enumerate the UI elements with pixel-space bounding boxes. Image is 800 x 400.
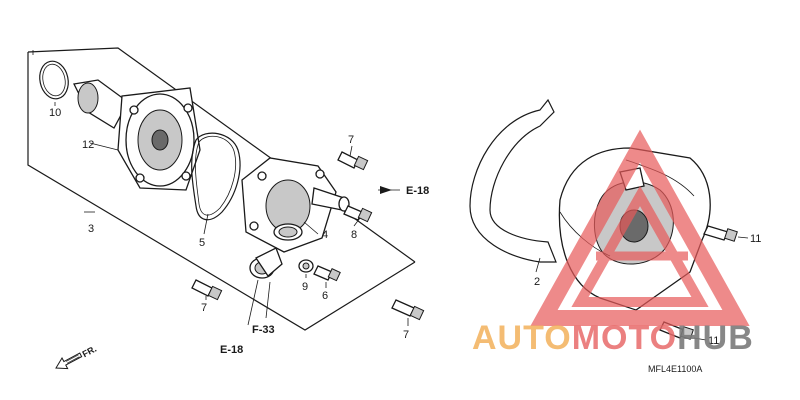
watermark-text: AUTOMOTOHUB — [472, 319, 754, 357]
watermark-hub: HUB — [677, 319, 754, 357]
o-ring-part — [39, 60, 69, 100]
callout-12: 12 — [82, 139, 94, 151]
bolt-7-right — [391, 299, 425, 321]
callout-9: 9 — [302, 281, 308, 293]
hose-fitting-part — [249, 247, 283, 279]
watermark-moto: MOTO — [572, 319, 677, 357]
callout-7-top: 7 — [348, 134, 354, 146]
pump-cover-part — [241, 157, 350, 253]
callout-11-lower: 11 — [708, 335, 719, 347]
bolt-8 — [343, 205, 373, 223]
front-arrow-icon: FR. — [55, 344, 98, 370]
callout-8: 8 — [351, 229, 357, 241]
callout-11-upper: 11 — [750, 233, 761, 245]
callout-5: 5 — [199, 237, 205, 249]
gasket-part — [191, 132, 241, 221]
watermark-triangle-icon — [530, 129, 750, 326]
callout-7-left: 7 — [201, 302, 207, 314]
callout-10: 10 — [49, 107, 61, 119]
watermark-logo: AUTOMOTOHUB — [472, 129, 754, 357]
pump-body-part — [73, 79, 201, 191]
washer-9 — [298, 259, 314, 273]
callout-7-right: 7 — [403, 329, 409, 341]
drawing-code: MFL4E1100A — [648, 364, 702, 374]
callout-3: 3 — [88, 223, 94, 235]
callout-2: 2 — [534, 276, 540, 288]
bolt-7-left — [191, 279, 223, 301]
callout-4: 4 — [322, 229, 328, 241]
bolt-6 — [313, 265, 341, 282]
bolt-11-upper — [703, 225, 738, 242]
bolt-7-top — [337, 151, 369, 171]
front-label: FR. — [81, 344, 98, 360]
watermark-auto: AUTO — [472, 319, 572, 357]
leader-lines — [54, 102, 749, 341]
e18-label-top: E-18 — [406, 185, 429, 197]
e18-reference-top: E-18 — [380, 185, 429, 197]
f33-label: F-33 — [252, 324, 275, 336]
callout-6: 6 — [322, 290, 328, 302]
e18-label-bottom: E-18 — [220, 344, 243, 356]
